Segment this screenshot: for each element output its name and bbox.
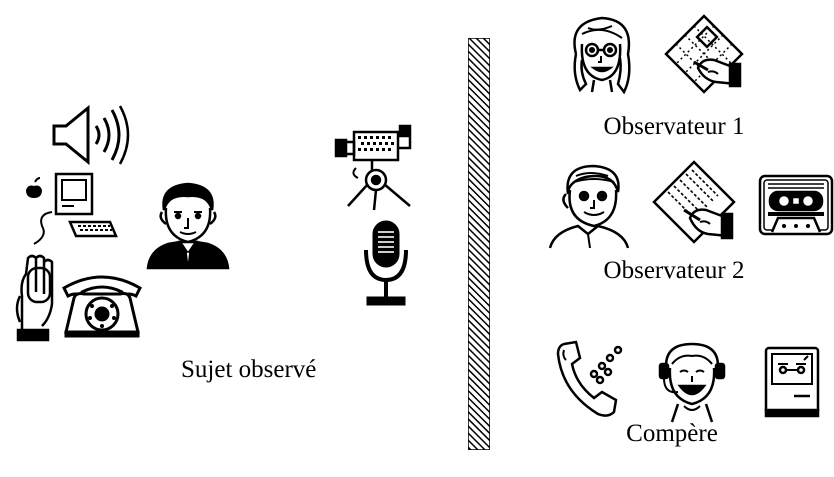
phone-handset-icon [554,340,636,422]
writing-notes-icon [652,160,742,246]
writing-on-grid-icon [664,14,746,94]
microphone-icon [362,220,410,308]
woman-observer-icon [566,14,636,96]
one-way-mirror-divider [468,38,490,450]
man-suit-icon [146,180,230,270]
mouse-hand-icon [14,252,60,342]
label-subject: Sujet observé [181,356,271,384]
cassette-icon [758,174,834,238]
telephone-icon [60,272,144,338]
label-observer-2: Observateur 2 [584,257,764,285]
label-confederate: Compère [612,420,732,448]
label-observer-1: Observateur 1 [584,113,764,141]
mac-screen-icon [764,346,820,420]
computer-icon [22,172,118,250]
man-observer-icon [548,162,638,250]
speaker-icon [52,104,132,166]
headset-person-icon [652,340,732,424]
video-camera-icon [334,124,418,214]
